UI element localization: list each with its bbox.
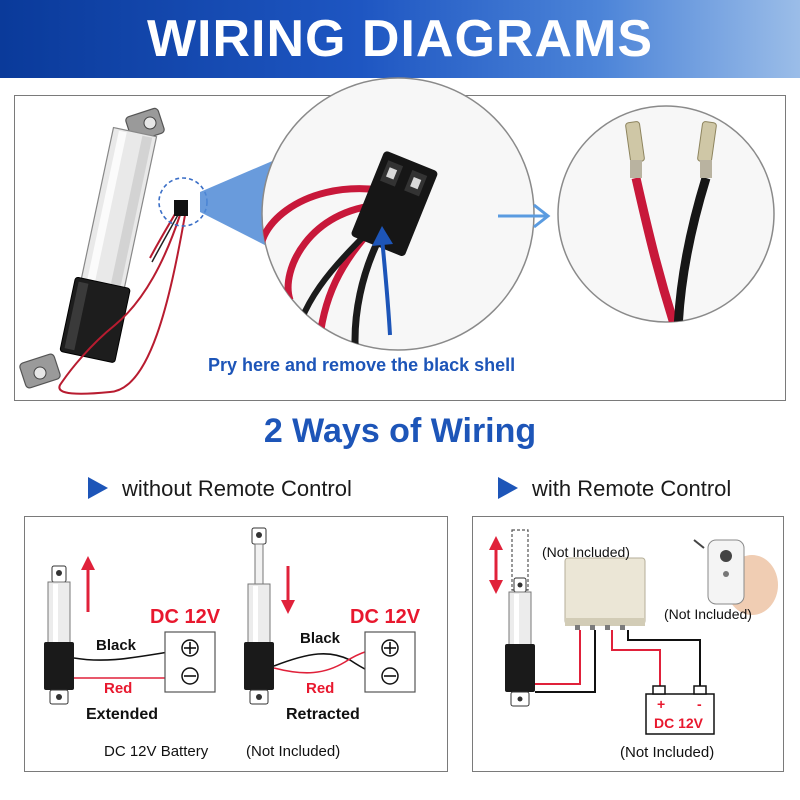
pry-callout-text: Pry here and remove the black shell bbox=[208, 355, 516, 375]
subhead-without-remote: without Remote Control bbox=[88, 476, 352, 506]
section-title: 2 Ways of Wiring bbox=[263, 412, 537, 450]
page-title: WIRING DIAGRAMS bbox=[146, 10, 654, 68]
wire-label-red-2: Red bbox=[306, 680, 335, 697]
subhead-with-remote: with Remote Control bbox=[498, 476, 731, 506]
supply-label-1: DC 12V bbox=[150, 606, 221, 628]
wire-label-black-2: Black bbox=[300, 630, 341, 647]
battery-not-included-remote: (Not Included) bbox=[620, 744, 715, 761]
remote-not-included: (Not Included) bbox=[664, 606, 752, 622]
state-label-retracted: Retracted bbox=[286, 706, 360, 723]
battery-note: DC 12V Battery bbox=[104, 743, 209, 760]
battery-plus: + bbox=[657, 696, 666, 712]
battery-label: DC 12V bbox=[654, 715, 704, 731]
battery-minus: - bbox=[697, 696, 702, 712]
panel-without-remote bbox=[24, 516, 448, 772]
state-label-extended: Extended bbox=[86, 706, 159, 723]
triangle-bullet-icon bbox=[498, 477, 518, 500]
header-banner bbox=[0, 0, 800, 78]
triangle-bullet-icon bbox=[88, 477, 108, 500]
wire-label-red-1: Red bbox=[104, 680, 133, 697]
controller-not-included: (Not Included) bbox=[542, 544, 630, 560]
wire-label-black-1: Black bbox=[96, 637, 137, 654]
battery-not-included: (Not Included) bbox=[246, 743, 341, 760]
right-arrow-icon bbox=[498, 203, 551, 229]
supply-label-2: DC 12V bbox=[350, 606, 421, 628]
